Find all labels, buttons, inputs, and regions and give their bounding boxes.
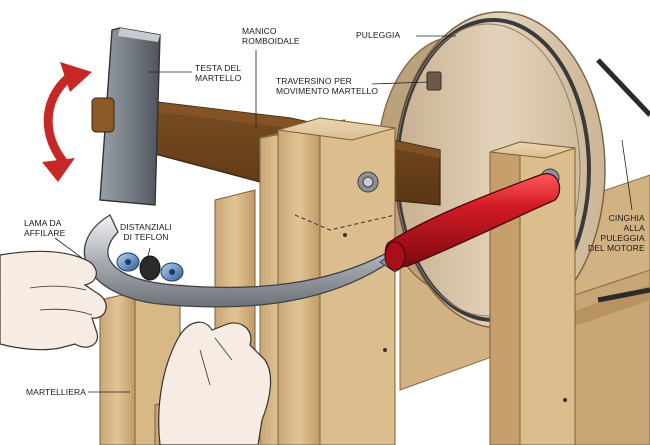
label-line: CINGHIA (608, 213, 645, 223)
label-manico-romboidale: MANICO ROMBOIDALE (242, 26, 300, 46)
left-hand (0, 250, 107, 351)
motor-belt (596, 58, 650, 303)
teflon-spacers (116, 252, 184, 282)
label-line: ALLA (623, 223, 645, 233)
label-line: PULEGGIA (600, 233, 645, 243)
label-line: DEL MOTORE (588, 243, 645, 253)
label-line: MOVIMENTO MARTELLO (276, 86, 379, 96)
label-puleggia: PULEGGIA (356, 30, 400, 40)
label-line: AFFILARE (24, 228, 66, 238)
label-line: DISTANZIALI (120, 222, 172, 232)
rotation-arrow (42, 62, 92, 182)
leader-lines (54, 35, 633, 393)
label-line: MARTELLIERA (26, 387, 86, 397)
label-line: TESTA DEL (195, 63, 242, 73)
cross-pin (426, 71, 442, 91)
label-line: TRAVERSINO PER (276, 76, 352, 86)
right-hand (158, 321, 272, 445)
label-line: PULEGGIA (356, 30, 401, 40)
label-distanziali-teflon: DISTANZIALI DI TEFLON (120, 222, 172, 242)
label-line: ROMBOIDALE (242, 36, 300, 46)
label-line: LAMA DA (24, 218, 62, 228)
label-martelliera: MARTELLIERA (26, 387, 86, 397)
hammer-head (91, 27, 161, 206)
label-line: DI TEFLON (123, 232, 169, 242)
label-line: MARTELLO (195, 73, 242, 83)
label-cinghia: CINGHIA ALLA PULEGGIA DEL MOTORE (588, 213, 645, 253)
red-handle (384, 173, 561, 271)
label-line: MANICO (242, 26, 277, 36)
label-testa-del-martello: TESTA DEL MARTELLO (195, 63, 241, 83)
label-traversino: TRAVERSINO PER MOVIMENTO MARTELLO (276, 76, 378, 96)
label-lama-da-affilare: LAMA DA AFFILARE (24, 218, 65, 238)
